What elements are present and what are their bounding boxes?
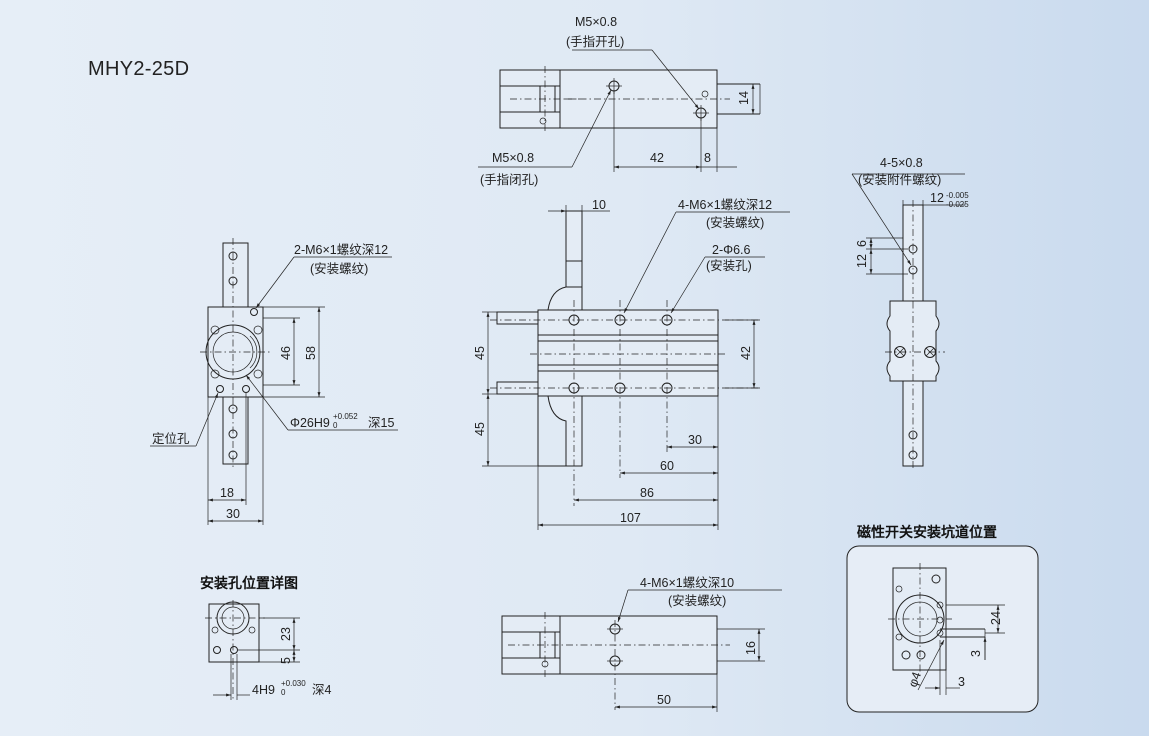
m6-10-note: (安装螺纹) [668, 593, 726, 608]
dim-45-upper: 45 [473, 346, 487, 360]
tol12-label: 12 [930, 191, 944, 205]
left-m6-label: 2-M6×1螺纹深12 [294, 243, 388, 257]
dim-14: 14 [737, 91, 751, 105]
h4-depth: 深4 [312, 683, 332, 697]
dim-42-top: 42 [650, 151, 664, 165]
detail-view [205, 600, 300, 700]
dim-50: 50 [657, 693, 671, 707]
top-view [478, 49, 761, 172]
dim-42-side: 42 [739, 346, 753, 360]
m6-12-note: (安装螺纹) [706, 215, 764, 230]
dim-3-bottom: 3 [958, 675, 965, 689]
h4-tol-lower: 0 [281, 688, 286, 697]
dim-6: 6 [855, 240, 869, 247]
phi26-tol-lower: 0 [333, 421, 338, 430]
dim-30-left: 30 [226, 507, 240, 521]
switch-slot-title: 磁性开关安装坑道位置 [857, 524, 997, 540]
phi66-label: 2-Φ6.6 [712, 243, 751, 257]
dim-8: 8 [704, 151, 711, 165]
phi26-tol-upper: +0.052 [333, 412, 358, 421]
dim-30-front: 30 [688, 433, 702, 447]
m5-close-label: M5×0.8 [492, 151, 534, 165]
tol12-lower: -0.025 [946, 200, 969, 209]
dim-58: 58 [304, 346, 318, 360]
dim-10: 10 [592, 198, 606, 212]
left-m6-note: (安装螺纹) [310, 261, 368, 276]
dim-45-lower: 45 [473, 422, 487, 436]
h4-label: 4H9 [252, 683, 275, 697]
positioning-hole-label: 定位孔 [152, 431, 190, 446]
front-view [482, 205, 790, 530]
m5-close-note: (手指闭孔) [480, 172, 538, 187]
dim-60: 60 [660, 459, 674, 473]
detail-title: 安装孔位置详图 [200, 575, 298, 591]
model-title: MHY2-25D [88, 58, 190, 80]
dim-18: 18 [220, 486, 234, 500]
bottom-view [501, 589, 782, 712]
tol12-upper: -0.005 [946, 191, 969, 200]
dim-46: 46 [279, 346, 293, 360]
dim-86: 86 [640, 486, 654, 500]
annotations: M5×0.8 (手指开孔) M5×0.8 (手指闭孔) 42 8 14 10 4… [152, 15, 1003, 707]
phi4-label: φ4 [906, 670, 924, 689]
right-side-view [851, 173, 965, 470]
m5-open-note: (手指开孔) [566, 34, 624, 49]
left-side-view [150, 238, 398, 525]
h4-tol-upper: +0.030 [281, 679, 306, 688]
dim-24: 24 [989, 611, 1003, 625]
dim-5: 5 [279, 657, 293, 664]
dim-3-slot: 3 [969, 650, 983, 657]
phi26-depth: 深15 [368, 416, 394, 430]
m6-10-label: 4-M6×1螺纹深10 [640, 576, 734, 590]
m6-12-label: 4-M6×1螺纹深12 [678, 198, 772, 212]
phi26-label: Φ26H9 [290, 416, 330, 430]
dim-107: 107 [620, 511, 641, 525]
switch-slot-panel [846, 545, 1039, 713]
m5-side-label: 4-5×0.8 [880, 156, 923, 170]
m5-side-note: (安装附件螺纹) [858, 172, 941, 187]
phi66-note: (安装孔) [706, 258, 752, 273]
dim-12: 12 [855, 254, 869, 268]
dim-23: 23 [279, 627, 293, 641]
m5-open-label: M5×0.8 [575, 15, 617, 29]
dim-16: 16 [744, 641, 758, 655]
